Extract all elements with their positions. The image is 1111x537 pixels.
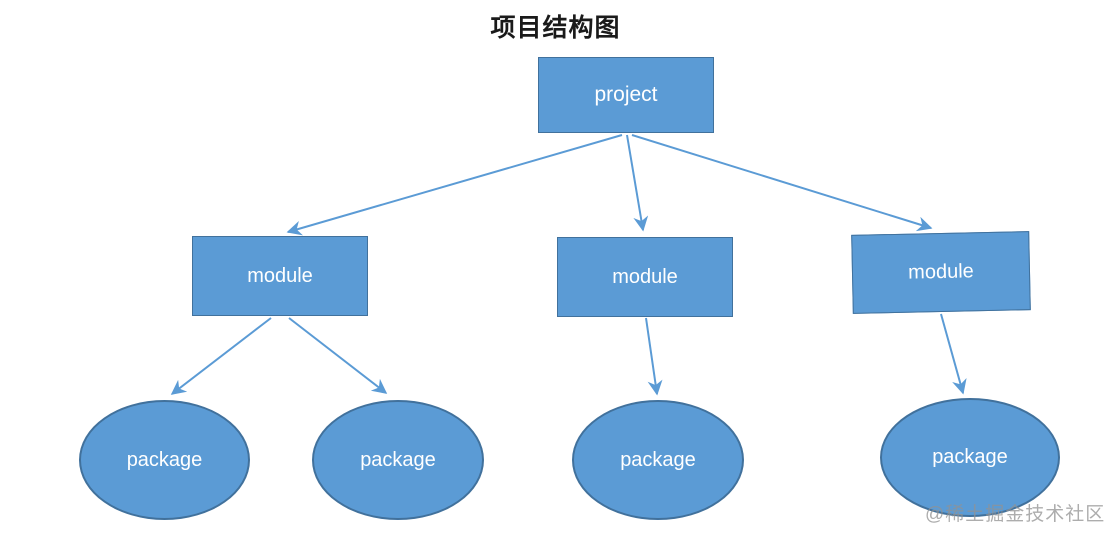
edge-project-to-module-2 — [626, 134, 649, 232]
node-package-3: package — [572, 400, 744, 520]
node-module-2: module — [557, 237, 733, 317]
node-package-1-label: package — [126, 448, 203, 471]
node-module-2-label: module — [612, 265, 678, 288]
edge-module-1-to-package-1 — [170, 317, 272, 395]
node-module-3-label: module — [907, 260, 975, 284]
edge-module-3-to-package-4 — [940, 313, 967, 395]
node-module-1: module — [192, 236, 368, 316]
node-module-3: module — [851, 231, 1031, 314]
node-package-4-label: package — [932, 446, 1008, 468]
edge-module-2-to-package-3 — [645, 317, 663, 396]
node-package-2: package — [312, 400, 484, 520]
diagram-title: 项目结构图 — [490, 14, 621, 42]
node-module-1-label: module — [247, 264, 313, 287]
edge-project-to-module-1 — [286, 134, 623, 236]
node-project: project — [538, 57, 714, 133]
node-project-label: project — [594, 83, 658, 106]
node-package-4: package — [880, 398, 1060, 517]
node-package-1: package — [79, 400, 250, 520]
node-package-2-label: package — [360, 448, 436, 471]
node-package-3-label: package — [620, 448, 696, 471]
watermark-text: @稀土掘金技术社区 — [925, 504, 1106, 525]
edge-module-1-to-package-2 — [288, 317, 388, 394]
edge-project-to-module-3 — [631, 134, 933, 232]
